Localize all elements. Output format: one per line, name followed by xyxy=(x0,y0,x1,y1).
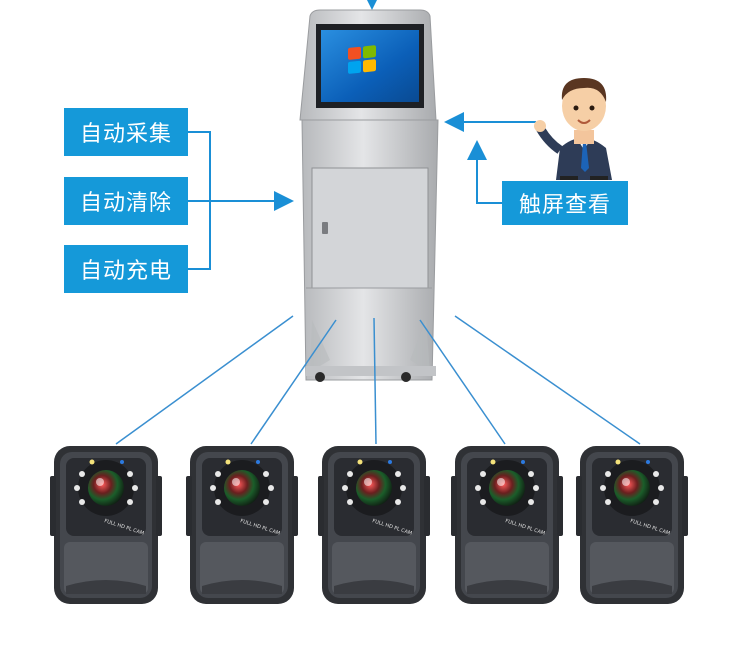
body-camera-icon xyxy=(186,446,298,604)
body-camera-icon xyxy=(50,446,162,604)
touch-to-kiosk-arrow xyxy=(467,140,502,204)
camera-connector-lines xyxy=(115,315,641,445)
businessman-icon xyxy=(534,78,612,180)
touch-screen-view-label: 触屏查看 xyxy=(502,181,628,225)
body-camera-icon xyxy=(318,446,430,604)
feature-label-auto-charge: 自动充电 xyxy=(64,245,188,293)
body-camera-icon xyxy=(576,446,688,604)
windows-logo-icon xyxy=(348,45,376,74)
feature-label-auto-clear: 自动清除 xyxy=(64,177,188,225)
kiosk-icon xyxy=(299,9,439,382)
feature-bracket-connector xyxy=(188,131,211,270)
feature-label-auto-collect: 自动采集 xyxy=(64,108,188,156)
body-camera-icon xyxy=(451,446,563,604)
